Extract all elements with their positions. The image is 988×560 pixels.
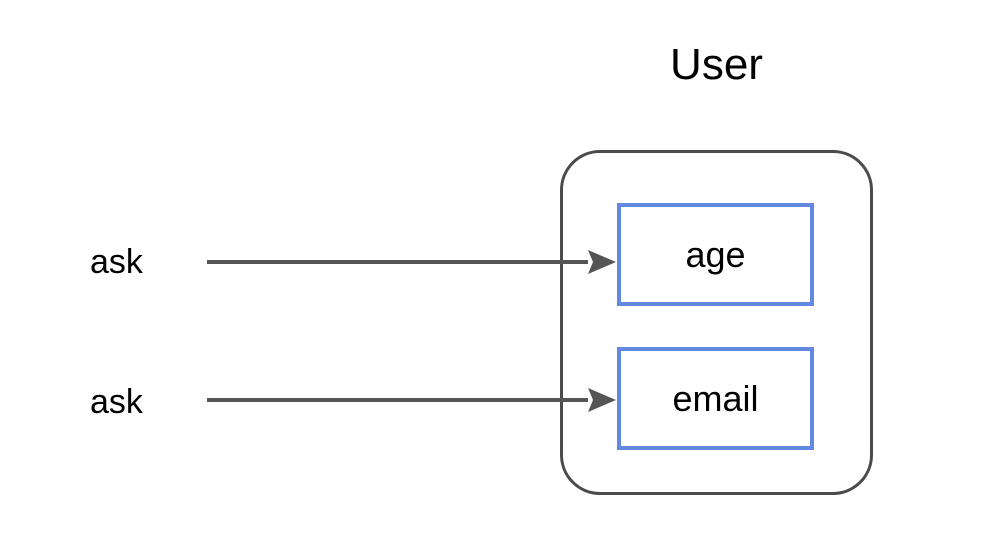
edge-label-ask-email: ask — [90, 383, 143, 421]
arrow-ask-to-email — [207, 388, 616, 412]
edge-label-ask-age: ask — [90, 243, 143, 281]
field-box-age[interactable]: age — [617, 203, 814, 306]
entity-title: User — [670, 40, 763, 89]
entity-container[interactable] — [560, 150, 873, 495]
field-box-email[interactable]: email — [617, 347, 814, 450]
field-label-email: email — [672, 377, 759, 419]
arrow-ask-to-age — [207, 250, 616, 274]
field-label-age: age — [685, 233, 746, 275]
